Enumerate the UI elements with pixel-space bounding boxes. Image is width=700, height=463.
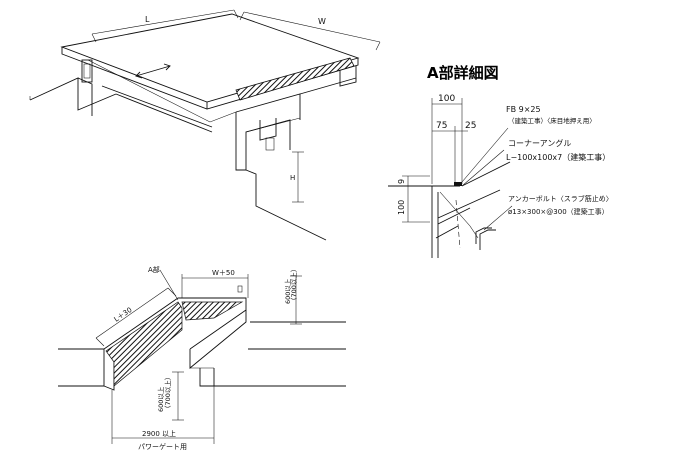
leader-anchor	[483, 205, 513, 231]
leader-angle	[461, 149, 505, 187]
pit-inner-edge-2	[199, 368, 215, 387]
label-a: A部	[148, 265, 160, 274]
dim-top-label: 100	[438, 94, 455, 104]
dim-l30-ext-1	[95, 337, 105, 347]
hinge-bracket	[81, 59, 93, 83]
detail-a-section: A部詳細図 100 75 25 9 100 FB 9	[388, 64, 613, 258]
pit-isometric-view: A部 W＋50 L＋30 600以上 （700以上） 600以上 （700以上）…	[58, 265, 346, 451]
dim-h-label: H	[290, 174, 295, 182]
pit-inner-edge	[101, 85, 213, 128]
corner-marker	[237, 285, 243, 293]
note-fb-sub: （建築工事）〈床目地押え用〉	[508, 116, 596, 125]
detail-title: A部詳細図	[427, 64, 499, 82]
inner-diagonal	[439, 191, 479, 239]
pit-outline-top	[103, 297, 247, 350]
note-anchor: アンカーボルト〈スラブ筋止め〉	[508, 194, 613, 203]
movement-arrow-head-1	[163, 63, 171, 71]
movement-arrow-head-2	[135, 71, 143, 79]
pit-wall-back-hatched	[181, 301, 244, 321]
dim-sub-label-left: 75	[436, 121, 447, 131]
dim-w50-label: W＋50	[212, 269, 235, 277]
dim-l-ext-2	[233, 9, 239, 19]
dim-front-label-2: （700以上）	[163, 374, 172, 412]
leader-fb	[461, 127, 509, 183]
slab-slope-3	[437, 207, 471, 225]
floor-edge-left	[29, 77, 117, 111]
dim-left-label-top: 9	[397, 179, 406, 184]
pit-left-wall	[77, 77, 93, 116]
dim-right-label-1: 600以上	[283, 278, 292, 304]
hinge-bracket-inner	[83, 63, 91, 79]
dim-l-ext-1	[91, 33, 97, 43]
anchor-bolt-2	[479, 229, 496, 250]
dim-right-label-2: （700以上）	[289, 266, 298, 304]
ground-line-right	[245, 169, 327, 241]
dim-w-ext-1	[239, 11, 245, 21]
pit-front-top	[87, 59, 237, 123]
pit-floor-line	[115, 93, 213, 133]
dim-l-line	[91, 9, 235, 35]
dock-slope	[299, 77, 357, 95]
slab-slope-4	[435, 225, 459, 239]
dim-l30-line	[95, 287, 169, 339]
dim-sub-label-right: 25	[465, 121, 476, 131]
support-detail	[265, 137, 275, 151]
leveler-isometric-view: L W H	[29, 9, 381, 241]
slab-slope-1	[461, 161, 511, 187]
dock-right-face	[339, 66, 357, 87]
dim-left-label-bottom: 100	[397, 200, 406, 215]
dim-w-line	[243, 11, 381, 43]
pit-inner-edge-1	[189, 310, 247, 369]
note-fb: FB 9×25	[506, 105, 541, 114]
dim-l-label: L	[145, 15, 150, 24]
note-angle-size: L−100x100x7（建築工事）	[506, 152, 610, 162]
leveler-support	[259, 118, 277, 141]
dim-l30-ext-2	[167, 287, 177, 297]
flat-bar	[454, 182, 462, 186]
dim-front-label-1: 600以上	[156, 386, 165, 412]
dim-l30-label: L＋30	[113, 306, 134, 324]
dim-bottom-note: パワーゲート用	[138, 442, 187, 451]
movement-arrow	[135, 65, 171, 77]
anchor-bolt	[475, 227, 492, 244]
dim-bottom-label: 2900 以上	[142, 429, 176, 438]
pit-right-wall	[235, 112, 291, 171]
slab-slope-2	[437, 189, 501, 219]
dim-w-ext-2	[375, 41, 381, 51]
dim-w-label: W	[318, 17, 326, 26]
note-anchor-size: ø13×300×@300（建築工事）	[508, 207, 609, 216]
pit-right-return	[245, 117, 301, 133]
slab-dash-line	[455, 199, 461, 249]
note-angle: コーナーアングル	[508, 138, 571, 148]
leveler-lip	[235, 57, 355, 101]
pit-wall-left-hatched	[105, 301, 183, 387]
